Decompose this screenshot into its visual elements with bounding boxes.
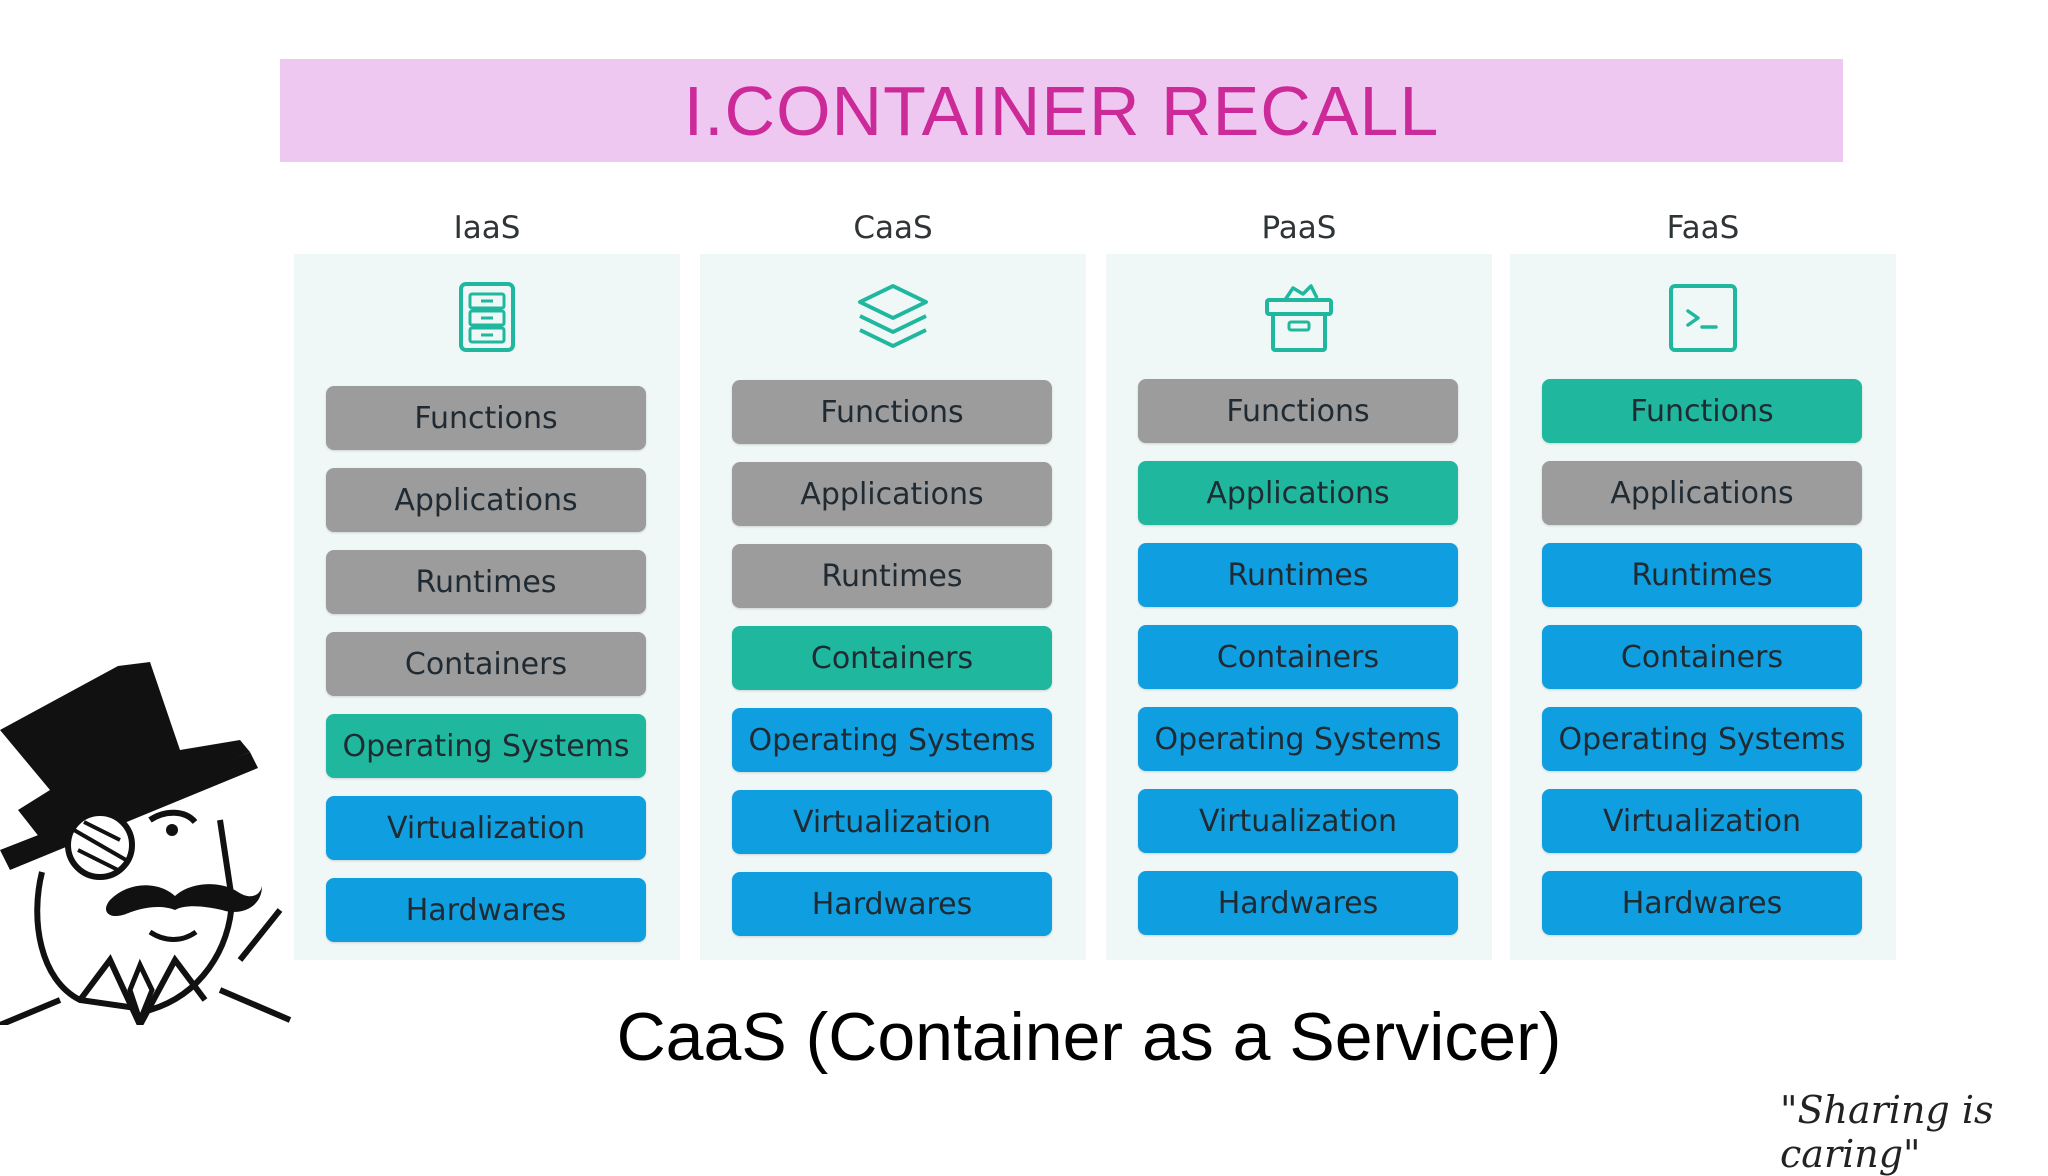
column-panel-faas: Functions Applications Runtimes Containe… [1510,254,1896,960]
layer-runtimes: Runtimes [732,544,1052,608]
column-panel-paas: Functions Applications Runtimes Containe… [1106,254,1492,960]
layer-runtimes: Runtimes [326,550,646,614]
slide-caption: CaaS (Container as a Servicer) [0,998,2048,1076]
layer-containers: Containers [732,626,1052,690]
caption-text: CaaS (Container as a Servicer) [616,999,1562,1075]
layer-functions: Functions [1542,379,1862,443]
layers-icon [853,278,933,358]
layer-operating-systems: Operating Systems [1138,707,1458,771]
column-label-caas: CaaS [853,210,933,246]
layer-operating-systems: Operating Systems [732,708,1052,772]
gentleman-meme-icon [0,660,310,1032]
column-label-faas: FaaS [1666,210,1740,246]
layer-runtimes: Runtimes [1138,543,1458,607]
layer-operating-systems: Operating Systems [1542,707,1862,771]
layer-hardwares: Hardwares [732,872,1052,936]
layer-virtualization: Virtualization [1542,789,1862,853]
layer-runtimes: Runtimes [1542,543,1862,607]
column-label-iaas: IaaS [453,210,521,246]
layer-functions: Functions [1138,379,1458,443]
layer-applications: Applications [1542,461,1862,525]
layer-containers: Containers [1138,625,1458,689]
layer-hardwares: Hardwares [1138,871,1458,935]
column-panel-caas: Functions Applications Runtimes Containe… [700,254,1086,960]
layer-containers: Containers [1542,625,1862,689]
cabinet-icon [447,278,527,358]
box-icon [1259,278,1339,358]
layer-functions: Functions [326,386,646,450]
slide-title: I.CONTAINER RECALL [683,71,1440,150]
layer-applications: Applications [326,468,646,532]
layer-applications: Applications [732,462,1052,526]
layer-virtualization: Virtualization [326,796,646,860]
layer-functions: Functions [732,380,1052,444]
column-label-paas: PaaS [1261,210,1337,246]
layer-hardwares: Hardwares [1542,871,1862,935]
layer-virtualization: Virtualization [732,790,1052,854]
signature-text: "Sharing is caring" [1780,1088,1994,1176]
layer-virtualization: Virtualization [1138,789,1458,853]
terminal-icon [1663,278,1743,358]
layer-hardwares: Hardwares [326,878,646,942]
column-panel-iaas: Functions Applications Runtimes Containe… [294,254,680,960]
layer-containers: Containers [326,632,646,696]
layer-operating-systems: Operating Systems [326,714,646,778]
title-banner: I.CONTAINER RECALL [280,59,1843,162]
layer-applications: Applications [1138,461,1458,525]
